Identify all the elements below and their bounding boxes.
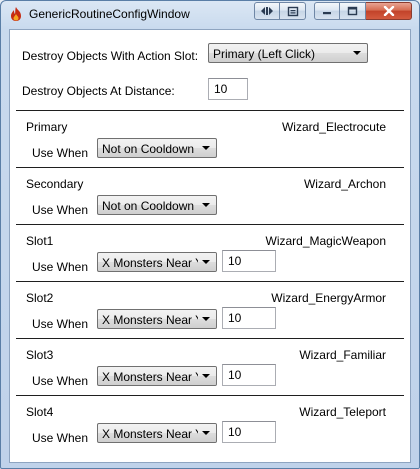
chevron-down-icon: [202, 317, 210, 321]
chevron-down-icon: [202, 146, 210, 150]
use-when-label: Use When: [32, 203, 89, 217]
section-divider: [16, 110, 404, 111]
condition-value: Not on Cooldown: [102, 142, 195, 156]
section-divider: [16, 224, 404, 225]
condition-combo[interactable]: Not on Cooldown: [97, 195, 217, 215]
chevron-down-icon: [202, 260, 210, 264]
condition-value: Not on Cooldown: [102, 199, 195, 213]
value-input[interactable]: 10: [222, 307, 276, 329]
condition-combo[interactable]: X Monsters Near Y: [97, 309, 217, 329]
title-bar[interactable]: GenericRoutineConfigWindow: [1, 1, 419, 29]
use-when-label: Use When: [32, 146, 89, 160]
slot-name: Primary: [26, 120, 68, 134]
condition-combo[interactable]: Not on Cooldown: [97, 138, 217, 158]
maximize-button[interactable]: [340, 2, 366, 20]
minimize-button[interactable]: [314, 2, 340, 20]
nav-button[interactable]: [254, 2, 280, 20]
destroy-slot-combo[interactable]: Primary (Left Click): [208, 43, 368, 63]
section-divider: [16, 338, 404, 339]
slot-skill: Wizard_EnergyArmor: [271, 291, 386, 305]
chevron-down-icon: [202, 203, 210, 207]
config-panel: Destroy Objects With Action Slot: Primar…: [9, 29, 411, 463]
condition-value: X Monsters Near Y: [102, 256, 204, 270]
minimize-icon: [323, 12, 331, 15]
chevron-down-icon: [202, 374, 210, 378]
fire-icon: [11, 7, 21, 21]
slot-name: Slot1: [26, 234, 54, 248]
value-input[interactable]: 10: [222, 364, 276, 386]
destroy-slot-value: Primary (Left Click): [213, 47, 316, 61]
condition-value: X Monsters Near Y: [102, 427, 204, 441]
condition-value: X Monsters Near Y: [102, 313, 204, 327]
slot-skill: Wizard_Electrocute: [281, 120, 386, 134]
destroy-slot-label: Destroy Objects With Action Slot:: [22, 49, 199, 63]
use-when-label: Use When: [32, 431, 89, 445]
document-icon: [287, 6, 298, 16]
value-input[interactable]: 10: [222, 421, 276, 443]
slot-skill: Wizard_Familiar: [299, 348, 386, 362]
window-title: GenericRoutineConfigWindow: [29, 7, 190, 21]
back-forward-icon: [261, 7, 273, 15]
document-button[interactable]: [280, 2, 306, 20]
maximize-icon: [347, 6, 358, 16]
chevron-down-icon: [202, 431, 210, 435]
destroy-distance-label: Destroy Objects At Distance:: [22, 84, 175, 98]
close-icon: [383, 6, 394, 16]
condition-combo[interactable]: X Monsters Near Y: [97, 423, 217, 443]
condition-combo[interactable]: X Monsters Near Y: [97, 366, 217, 386]
slot-skill: Wizard_MagicWeapon: [265, 234, 387, 248]
section-divider: [16, 281, 404, 282]
use-when-label: Use When: [32, 374, 89, 388]
slot-name: Slot2: [26, 291, 54, 305]
chevron-down-icon: [353, 51, 361, 55]
section-divider: [16, 395, 404, 396]
slot-skill: Wizard_Teleport: [299, 405, 386, 419]
slot-name: Slot4: [26, 405, 54, 419]
slot-name: Slot3: [26, 348, 54, 362]
close-button[interactable]: [366, 2, 412, 20]
condition-value: X Monsters Near Y: [102, 370, 204, 384]
use-when-label: Use When: [32, 260, 89, 274]
slot-skill: Wizard_Archon: [303, 177, 386, 191]
use-when-label: Use When: [32, 317, 89, 331]
slot-name: Secondary: [26, 177, 84, 191]
value-input[interactable]: 10: [222, 250, 276, 272]
condition-combo[interactable]: X Monsters Near Y: [97, 252, 217, 272]
section-divider: [16, 167, 404, 168]
destroy-distance-input[interactable]: 10: [208, 78, 248, 100]
